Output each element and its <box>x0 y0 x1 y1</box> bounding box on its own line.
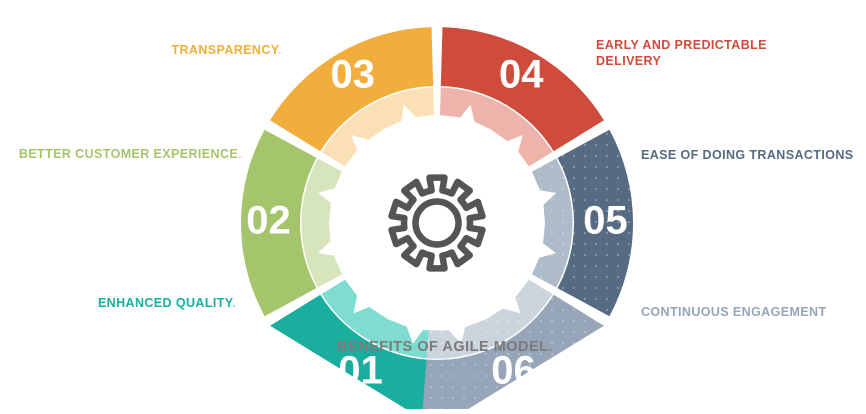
segment-number-03: 03 <box>331 53 376 97</box>
segment-number-01: 01 <box>338 349 383 393</box>
segment-label-06: CONTINUOUS ENGAGEMENT <box>641 304 866 320</box>
segment-label-03: TRANSPARENCY. <box>20 42 282 58</box>
segment-label-05-text: EASE OF DOING TRANSACTIONS <box>641 148 854 162</box>
inner-ring-texture-05 <box>532 158 573 288</box>
page-title-suffix: . <box>548 339 554 355</box>
segment-number-04: 04 <box>499 53 544 97</box>
inner-ring-segment-03 <box>321 87 434 167</box>
inner-ring-segment-04 <box>440 87 553 167</box>
wheel-segment-02[interactable] <box>240 129 317 317</box>
segment-label-02-suffix: . <box>238 147 242 161</box>
segment-number-group: 01 02 03 04 05 06 <box>246 53 628 393</box>
segment-label-04: EARLY AND PREDICTABLE DELIVERY <box>596 37 846 69</box>
segment-label-01: ENHANCED QUALITY. <box>20 295 236 311</box>
inner-ring-texture-06 <box>426 279 553 359</box>
segment-number-05: 05 <box>583 199 628 243</box>
segment-label-05: EASE OF DOING TRANSACTIONS <box>641 147 866 163</box>
segment-label-04-text: EARLY AND PREDICTABLE DELIVERY <box>596 38 767 68</box>
outer-segment-group <box>240 27 634 414</box>
wheel-segment-texture-06 <box>422 294 604 414</box>
segment-label-01-text: ENHANCED QUALITY <box>97 296 233 310</box>
page-title-text: BENEFITS OF AGILE MODEL <box>337 339 549 355</box>
wheel-segment-03[interactable] <box>270 27 434 152</box>
segment-label-03-suffix: . <box>278 43 282 57</box>
segment-number-06: 06 <box>491 349 536 393</box>
wheel-segment-01[interactable] <box>270 294 454 414</box>
gear-icon <box>388 174 486 272</box>
inner-ring-group <box>301 87 573 359</box>
segment-label-03-text: TRANSPARENCY <box>171 43 279 57</box>
page-title: BENEFITS OF AGILE MODEL. <box>337 339 553 355</box>
segment-label-02: BETTER CUSTOMER EXPERIENCE. <box>0 146 242 162</box>
segment-number-02: 02 <box>246 199 291 243</box>
segment-label-01-suffix: . <box>232 296 236 310</box>
wheel-segment-texture-05 <box>557 129 634 317</box>
inner-ring-segment-01 <box>321 279 448 359</box>
segment-label-06-text: CONTINUOUS ENGAGEMENT <box>641 305 827 319</box>
wheel-segment-04[interactable] <box>440 27 604 152</box>
segment-label-02-text: BETTER CUSTOMER EXPERIENCE <box>18 147 239 161</box>
inner-ring-segment-02 <box>301 158 342 288</box>
